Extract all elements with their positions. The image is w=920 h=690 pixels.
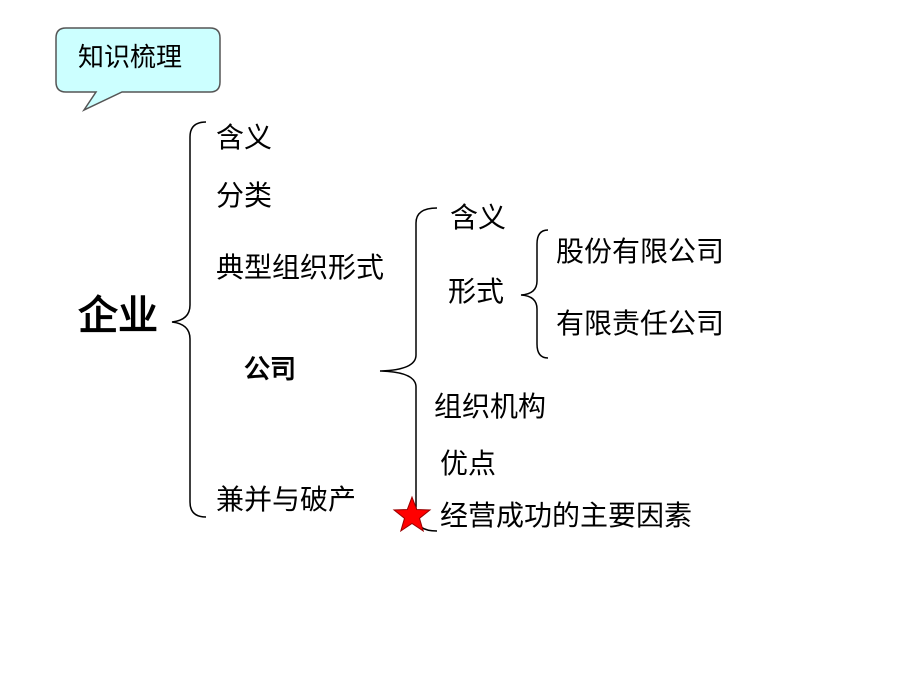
node-merger-bankruptcy: 兼并与破产 <box>216 483 357 516</box>
company-node-advantages: 优点 <box>440 447 497 480</box>
node-company: 公司 <box>244 355 297 385</box>
callout-bubble <box>55 27 221 112</box>
callout-title: 知识梳理 <box>78 43 183 73</box>
company-node-success-factors: 经营成功的主要因素 <box>440 499 693 532</box>
company-node-meaning: 含义 <box>450 201 507 234</box>
form-limited-liability-company: 有限责任公司 <box>556 307 725 340</box>
form-joint-stock-company: 股份有限公司 <box>556 235 725 268</box>
company-brace <box>379 207 438 532</box>
company-node-forms: 形式 <box>448 275 505 308</box>
form-brace <box>520 229 549 359</box>
node-typical-form: 典型组织形式 <box>216 251 385 284</box>
company-node-structure: 组织机构 <box>434 390 547 423</box>
root-brace <box>171 121 207 518</box>
star-icon <box>392 495 432 533</box>
node-meaning: 含义 <box>216 121 273 154</box>
node-classification: 分类 <box>216 179 273 212</box>
root-node-enterprise: 企业 <box>78 293 158 339</box>
